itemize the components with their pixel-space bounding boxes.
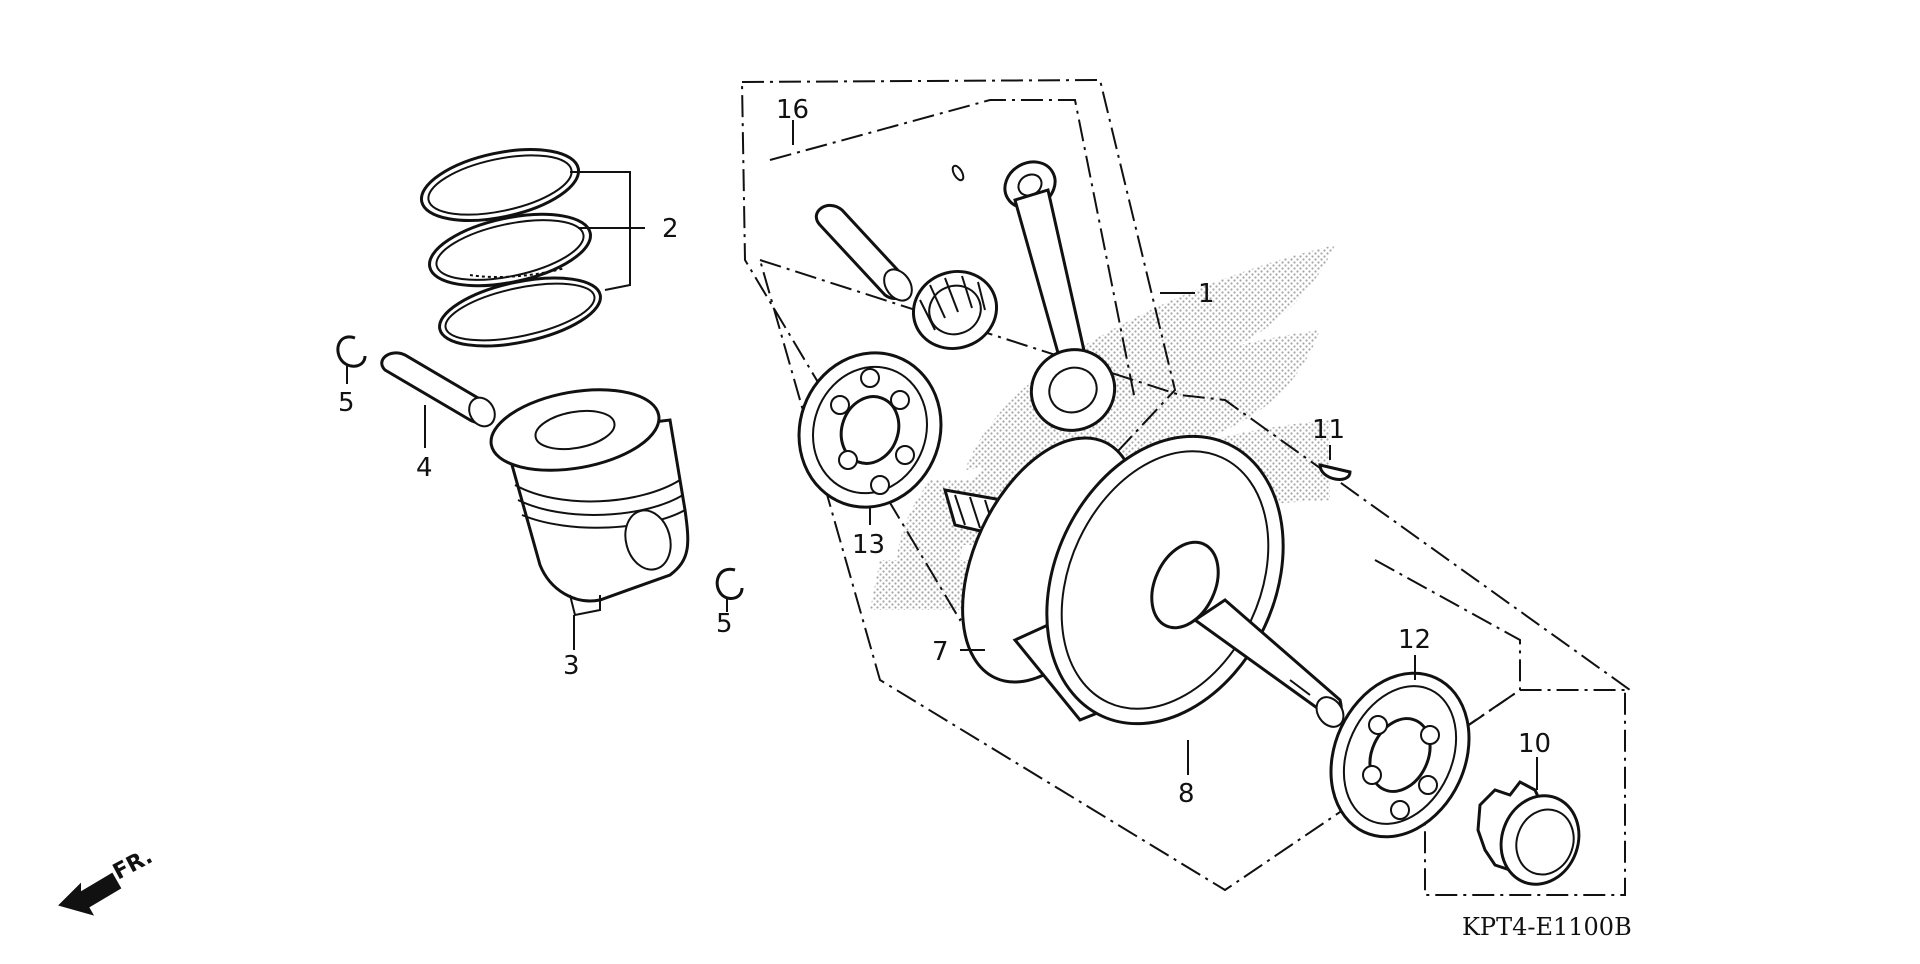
front-direction-arrow: FR. xyxy=(58,844,157,916)
piston-pin-clip-left xyxy=(336,335,367,368)
crankshaft-inner-boundary xyxy=(769,99,1136,401)
oil-hole-pin xyxy=(951,164,965,182)
callout-10: 10 xyxy=(1518,729,1551,759)
callout-12: 12 xyxy=(1398,625,1431,655)
left-main-bearing xyxy=(797,351,943,509)
callout-13: 13 xyxy=(852,530,885,560)
callout-7: 7 xyxy=(932,637,949,667)
needle-bearing xyxy=(911,270,999,350)
timing-sprocket xyxy=(1476,780,1581,886)
callout-16: 16 xyxy=(776,95,809,125)
callout-5b: 5 xyxy=(716,609,733,639)
crank-pin xyxy=(814,203,913,302)
piston xyxy=(489,388,690,617)
crankshaft-group-boundary xyxy=(758,258,1634,892)
callout-3: 3 xyxy=(563,651,580,681)
front-direction-label: FR. xyxy=(109,844,157,885)
right-main-bearing xyxy=(1329,671,1471,839)
crankshaft xyxy=(942,434,1345,728)
callout-8: 8 xyxy=(1178,779,1195,809)
piston-pin xyxy=(380,351,496,428)
gear-group-boundary xyxy=(1374,559,1626,896)
callout-4: 4 xyxy=(416,453,433,483)
connecting-rod xyxy=(1003,160,1117,432)
leader-2 xyxy=(570,171,645,291)
piston-rings xyxy=(419,148,602,348)
callout-5a: 5 xyxy=(338,388,355,418)
callout-11: 11 xyxy=(1312,415,1345,445)
woodruff-key xyxy=(1318,463,1352,481)
piston-pin-clip-right xyxy=(715,567,744,600)
callout-1: 1 xyxy=(1198,279,1215,309)
callout-2: 2 xyxy=(662,214,679,244)
drawing-code: KPT4-E1100B xyxy=(1462,913,1632,941)
